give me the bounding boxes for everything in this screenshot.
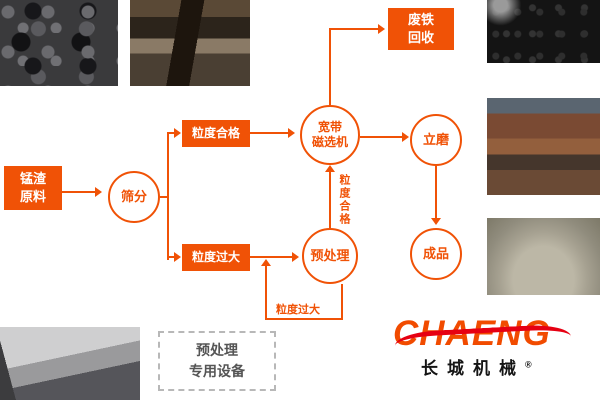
photo-finished-powder (487, 218, 600, 295)
node-raw-material-line1: 锰渣 (19, 171, 46, 187)
line-junction-to-qualified (168, 132, 176, 134)
node-size-oversize: 粒度过大 (182, 244, 250, 271)
line-magnet-to-mill (360, 136, 404, 138)
registered-mark: ® (525, 359, 532, 370)
arrowhead-junction-to-qualified (174, 128, 181, 138)
node-raw-material: 锰渣 原料 (4, 166, 62, 210)
line-oversize-to-pretreat (250, 256, 294, 258)
arrowhead-magnet-to-scrap (378, 24, 385, 34)
line-magnet-up (329, 29, 331, 105)
node-size-qualified: 粒度合格 (182, 120, 250, 147)
node-finished-product: 成品 (410, 228, 462, 280)
node-magnetic-separator-line2: 磁选机 (311, 135, 348, 149)
line-qualified-to-magnet (250, 132, 290, 134)
node-size-oversize-label: 粒度过大 (191, 250, 240, 265)
node-screening-label: 筛分 (120, 188, 147, 204)
arrowhead-pretreat-to-magnet (325, 165, 335, 172)
brand-wordmark: CHAENG (393, 314, 551, 353)
arrowhead-loop-up (261, 259, 271, 266)
arrowhead-qualified-to-magnet (288, 128, 295, 138)
photo-vertical-mill (487, 98, 600, 195)
arrowhead-mill-to-product (431, 218, 441, 225)
line-junction-to-oversize (168, 256, 176, 258)
photo-crusher-equipment (130, 0, 250, 86)
line-loop-down (341, 284, 343, 320)
node-vertical-mill: 立磨 (410, 114, 462, 166)
photo-pretreatment-equipment (0, 327, 140, 400)
edge-label-oversize: 粒度过大 (276, 304, 320, 316)
node-pretreatment: 预处理 (302, 228, 358, 284)
photo-manganese-slag (0, 0, 118, 86)
node-vertical-mill-label: 立磨 (422, 131, 449, 147)
arrowhead-raw-to-screening (95, 187, 102, 197)
arrowhead-magnet-to-mill (402, 132, 409, 142)
node-magnetic-separator-line1: 宽带 (317, 120, 342, 134)
node-screening: 筛分 (108, 171, 160, 223)
line-mill-to-product (435, 166, 437, 220)
line-screening-to-junction (160, 196, 169, 198)
brand-logo: CHAENG 长城机械® (393, 316, 593, 386)
line-loop-across (265, 318, 343, 320)
arrowhead-junction-to-oversize (174, 252, 181, 262)
node-pretreatment-label: 预处理 (310, 247, 350, 263)
line-magnet-to-scrap (329, 28, 379, 30)
node-magnetic-separator: 宽带 磁选机 (300, 105, 360, 165)
brand-name-cn: 长城机械® (393, 354, 593, 379)
node-finished-product-label: 成品 (422, 245, 449, 261)
pretreatment-equipment-note: 预处理 专用设备 (158, 331, 276, 391)
line-loop-up (265, 266, 267, 320)
node-size-qualified-label: 粒度合格 (191, 126, 240, 141)
node-scrap-recovery: 废铁 回收 (388, 8, 454, 50)
node-raw-material-line2: 原料 (19, 189, 46, 204)
line-pretreat-to-magnet (329, 172, 331, 228)
line-junction-vertical (167, 132, 169, 260)
pretreatment-note-line2: 专用设备 (189, 363, 245, 379)
node-scrap-recovery-line2: 回收 (407, 30, 434, 45)
edge-label-qualified: 粒度合格 (338, 174, 350, 226)
arrowhead-oversize-to-pretreat (292, 252, 299, 262)
node-scrap-recovery-line1: 废铁 (407, 12, 434, 28)
pretreatment-note-line1: 预处理 (196, 342, 238, 358)
line-raw-to-screening (62, 191, 96, 193)
brand-name-cn-text: 长城机械 (421, 359, 525, 378)
photo-scrap-iron (487, 0, 600, 63)
